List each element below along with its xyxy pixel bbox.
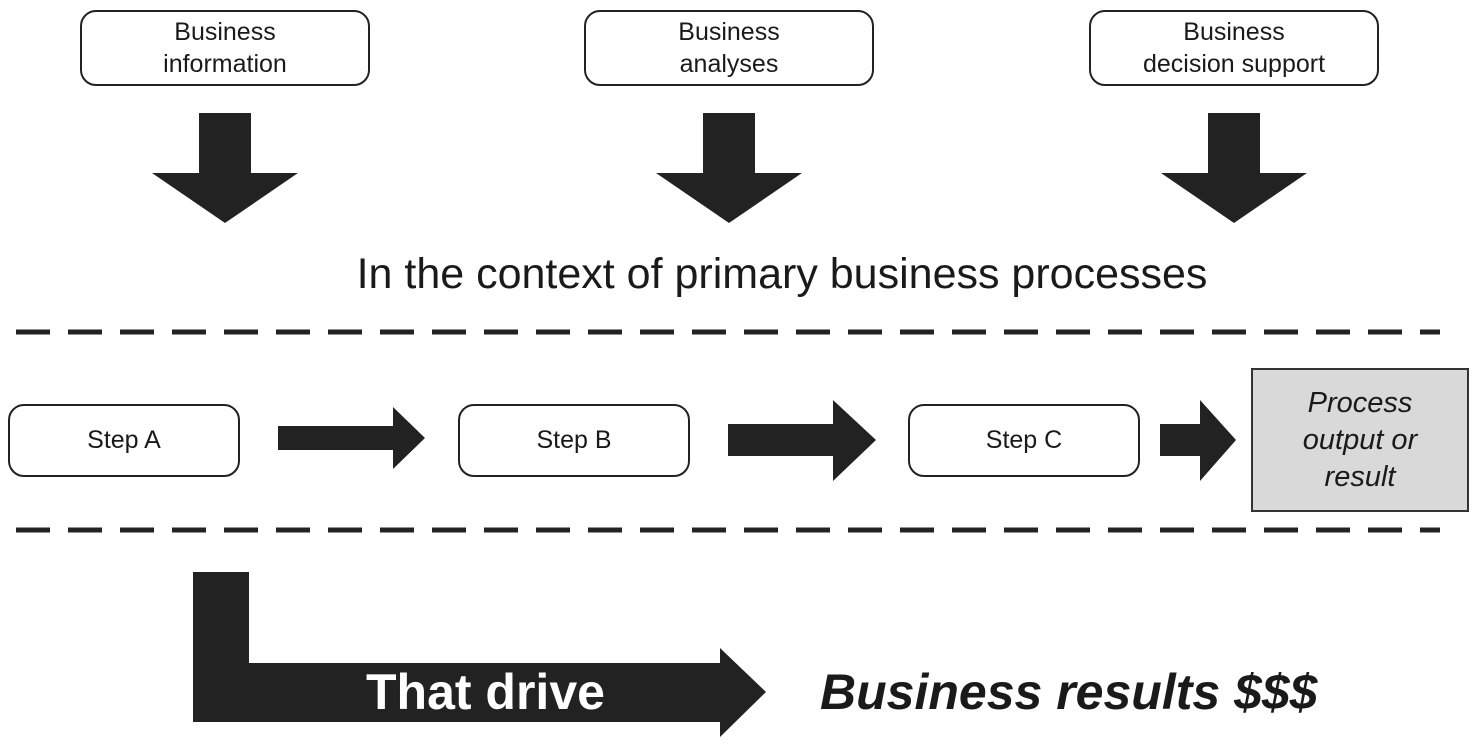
down-arrow-1 xyxy=(152,113,298,223)
down-arrow-2 xyxy=(656,113,802,223)
business-analyses-box: Business analyses xyxy=(584,10,874,86)
step-c-box: Step C xyxy=(908,404,1140,477)
business-decision-support-label: Business decision support xyxy=(1142,18,1326,78)
step-b-label: Step B xyxy=(536,426,612,454)
business-decision-support-box: Business decision support xyxy=(1089,10,1379,86)
business-information-box: Business information xyxy=(80,10,370,86)
context-label: In the context of primary business proce… xyxy=(356,250,1208,298)
step-a-box: Step A xyxy=(8,404,240,477)
business-analyses-label: Business analyses xyxy=(678,18,780,78)
step-c-label: Step C xyxy=(985,426,1063,454)
process-output-label: Process output or result xyxy=(1302,386,1418,493)
right-arrow-1 xyxy=(278,407,425,469)
step-b-box: Step B xyxy=(458,404,690,477)
right-arrow-2 xyxy=(728,400,876,481)
business-information-label: Business information xyxy=(163,18,287,78)
right-arrow-3 xyxy=(1160,400,1236,481)
down-arrow-3 xyxy=(1161,113,1307,223)
step-a-label: Step A xyxy=(87,426,161,454)
business-results-label: Business results $$$ xyxy=(820,664,1318,720)
drive-arrow xyxy=(193,572,766,737)
process-output-box: Process output or result xyxy=(1251,368,1469,512)
that-drive-label: That drive xyxy=(366,664,605,720)
